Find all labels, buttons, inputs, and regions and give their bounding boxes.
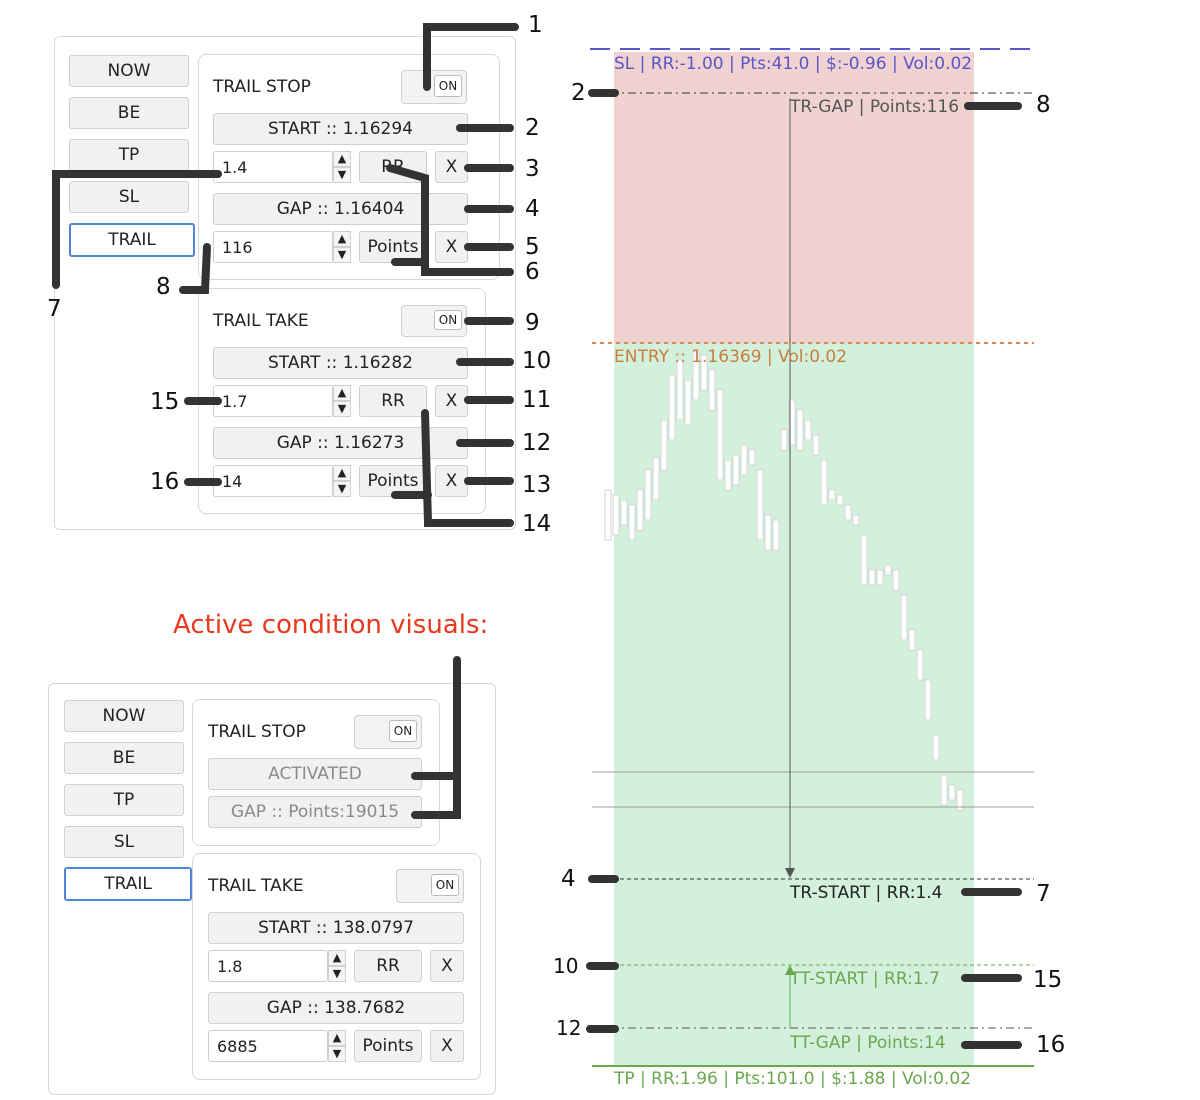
trail-stop-title: TRAIL STOP <box>213 77 311 97</box>
callout-number: 4 <box>561 866 576 892</box>
trail-stop-title: TRAIL STOP <box>208 722 306 742</box>
trail-stop-rr-clear-button[interactable]: X <box>435 151 468 183</box>
trail-take-points-stepper[interactable]: ▲▼ <box>328 1030 346 1062</box>
trail-take-rr-stepper[interactable]: ▲▼ <box>333 385 351 417</box>
trail-take-points-clear-button[interactable]: X <box>435 465 468 497</box>
tr-start-label: TR-START | RR:1.4 <box>790 883 943 903</box>
callout-number: 12 <box>556 1016 582 1040</box>
sl-button[interactable]: SL <box>64 826 184 858</box>
trail-take-toggle[interactable]: ON <box>401 305 467 337</box>
trail-stop-rr-stepper[interactable]: ▲▼ <box>333 151 351 183</box>
tt-start-label: TT-START | RR:1.7 <box>790 969 940 989</box>
trail-take-toggle[interactable]: ON <box>396 869 464 903</box>
toggle-on-label: ON <box>434 310 462 330</box>
tp-button[interactable]: TP <box>69 139 189 171</box>
callout-number: 9 <box>525 310 540 336</box>
toggle-on-label: ON <box>389 720 417 742</box>
callout-number: 6 <box>525 259 540 285</box>
tp-label: TP | RR:1.96 | Pts:101.0 | $:1.88 | Vol:… <box>614 1069 972 1089</box>
toggle-on-label: ON <box>431 874 459 896</box>
trail-stop-gap-button[interactable]: GAP :: 1.16404 <box>213 193 468 225</box>
be-button[interactable]: BE <box>69 97 189 129</box>
trail-stop-points-input[interactable]: 116 <box>213 231 333 263</box>
callout-number: 12 <box>522 430 552 456</box>
trail-take-rr-button[interactable]: RR <box>359 385 427 417</box>
callout-number: 2 <box>525 115 540 141</box>
callout-number: 10 <box>522 348 552 374</box>
callout-number: 8 <box>1036 92 1051 118</box>
trail-stop-toggle[interactable]: ON <box>354 715 422 749</box>
trail-take-start-button[interactable]: START :: 1.16282 <box>213 347 468 379</box>
callout-number: 2 <box>571 80 586 106</box>
sl-button[interactable]: SL <box>69 181 189 213</box>
trail-take-rr-clear-button[interactable]: X <box>435 385 468 417</box>
trail-take-points-input[interactable]: 14 <box>213 465 333 497</box>
tr-gap-label: TR-GAP | Points:116 <box>790 97 960 117</box>
now-button[interactable]: NOW <box>69 55 189 87</box>
tt-gap-label: TT-GAP | Points:14 <box>790 1033 946 1053</box>
callout-number: 8 <box>156 274 171 300</box>
callout-number: 15 <box>1033 967 1063 993</box>
candle <box>604 489 612 541</box>
trail-take-rr-clear-button[interactable]: X <box>430 950 464 982</box>
trail-take-title: TRAIL TAKE <box>213 311 309 331</box>
loss-zone <box>614 52 974 343</box>
be-button[interactable]: BE <box>64 742 184 774</box>
trail-take-gap-button[interactable]: GAP :: 138.7682 <box>208 992 464 1024</box>
callout-number: 5 <box>525 234 540 260</box>
callout-number: 7 <box>1036 881 1051 907</box>
trail-stop-rr-button[interactable]: RR <box>359 151 427 183</box>
trail-stop-points-stepper[interactable]: ▲▼ <box>333 231 351 263</box>
trail-stop-points-button[interactable]: Points <box>359 231 427 263</box>
sl-label: SL | RR:-1.00 | Pts:41.0 | $:-0.96 | Vol… <box>614 54 973 74</box>
trail-stop-start-button[interactable]: START :: 1.16294 <box>213 113 468 145</box>
trail-stop-rr-input[interactable]: 1.4 <box>213 151 333 183</box>
trail-stop-gap-status: GAP :: Points:19015 <box>208 796 422 828</box>
trail-take-points-button[interactable]: Points <box>359 465 427 497</box>
callout-number: 10 <box>553 954 579 978</box>
callout-number: 16 <box>150 469 180 495</box>
callout-number: 7 <box>47 296 62 322</box>
trail-button[interactable]: TRAIL <box>69 223 195 257</box>
entry-label: ENTRY :: 1.16369 | Vol:0.02 <box>614 347 848 367</box>
trail-take-title: TRAIL TAKE <box>208 876 304 896</box>
callout-number: 15 <box>150 389 180 415</box>
trail-take-rr-button[interactable]: RR <box>354 950 422 982</box>
callout-number: 14 <box>522 511 552 537</box>
callout-number: 3 <box>525 156 540 182</box>
trail-take-points-button[interactable]: Points <box>354 1030 422 1062</box>
trail-take-rr-input[interactable]: 1.7 <box>213 385 333 417</box>
callout-number: 13 <box>522 472 552 498</box>
trail-button[interactable]: TRAIL <box>64 867 192 901</box>
trail-take-rr-stepper[interactable]: ▲▼ <box>328 950 346 982</box>
trail-take-start-button[interactable]: START :: 138.0797 <box>208 912 464 944</box>
toggle-on-label: ON <box>434 75 462 97</box>
trail-take-points-input[interactable]: 6885 <box>208 1030 328 1062</box>
callout-number: 16 <box>1036 1032 1066 1058</box>
trail-take-points-stepper[interactable]: ▲▼ <box>333 465 351 497</box>
trail-take-gap-button[interactable]: GAP :: 1.16273 <box>213 427 468 459</box>
callout-number: 4 <box>525 196 540 222</box>
trail-stop-toggle[interactable]: ON <box>401 70 467 104</box>
callout-number: 11 <box>522 387 552 413</box>
active-condition-heading: Active condition visuals: <box>173 610 489 640</box>
profit-zone <box>614 343 974 1066</box>
now-button[interactable]: NOW <box>64 700 184 732</box>
tp-button[interactable]: TP <box>64 784 184 816</box>
trail-stop-activated-status: ACTIVATED <box>208 758 422 790</box>
trail-take-rr-input[interactable]: 1.8 <box>208 950 328 982</box>
trail-take-points-clear-button[interactable]: X <box>430 1030 464 1062</box>
trail-stop-points-clear-button[interactable]: X <box>435 231 468 263</box>
callout-number: 1 <box>528 12 543 38</box>
